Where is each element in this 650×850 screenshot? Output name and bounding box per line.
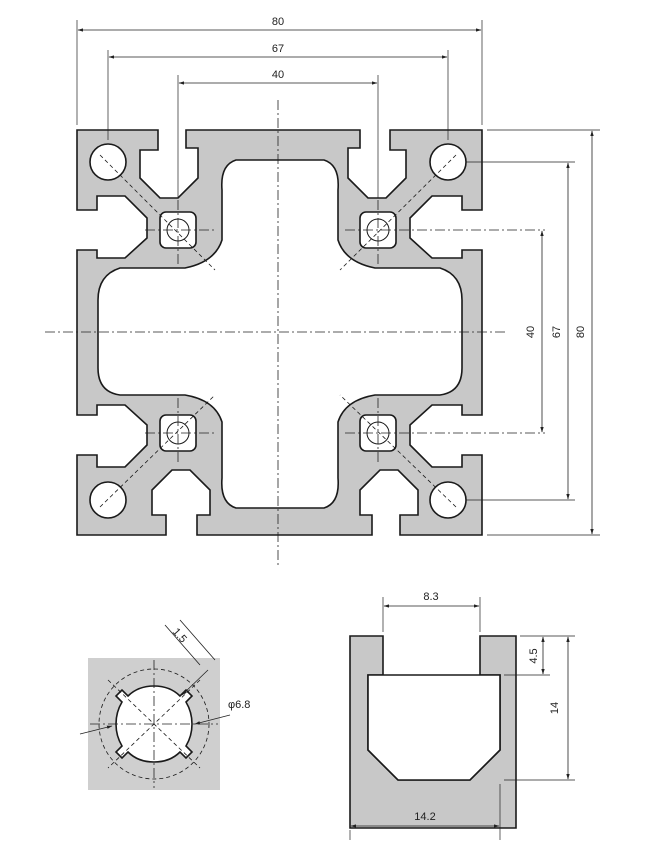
corner-bore-top-left [89,143,127,181]
dim-inner-width: 40 [272,69,284,81]
core-detail: 1.5 φ6.8 [79,619,250,790]
dim-overall-width: 80 [272,16,284,28]
dim-depth: 14 [549,702,561,714]
dim-bottom: 14.2 [414,811,435,823]
main-profile-section [45,100,545,565]
dim-inner-height: 40 [525,326,537,338]
diagonal-line-2 [339,154,457,271]
central-cavity [97,159,463,509]
dim-bore: φ6.8 [228,699,250,711]
right-dimensions: 80 67 40 [466,129,600,536]
diagonal-line-1 [99,154,216,271]
dim-lip: 4.5 [528,648,540,663]
dim-slot-pitch: 67 [272,43,284,55]
slot-detail: 8.3 4.5 14 14.2 [349,591,575,840]
diagonal-line-3 [99,394,216,508]
dim-wall: 1.5 [170,626,189,645]
top-dimensions: 80 67 40 [76,16,483,198]
corner-bore-top-right [429,143,467,181]
dim-opening: 8.3 [423,591,438,603]
dim-slot-pitch-vertical: 67 [551,326,563,338]
diagonal-line-4 [339,394,457,508]
dim-overall-height: 80 [575,326,587,338]
